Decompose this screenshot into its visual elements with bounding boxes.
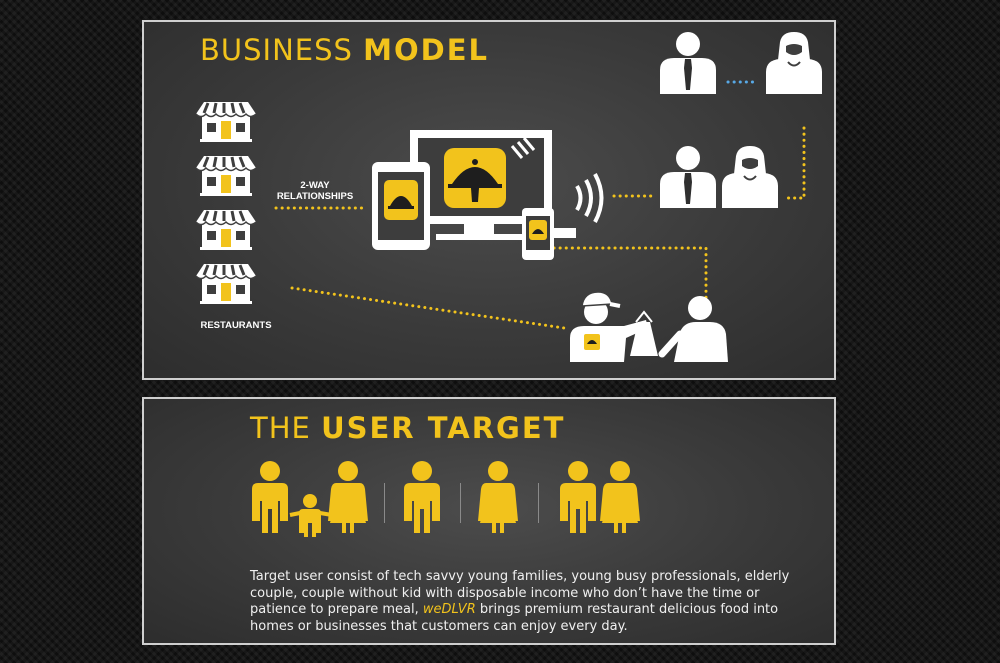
group-divider [538, 483, 539, 523]
restaurant-icon [194, 154, 258, 198]
person-male-icon [660, 32, 716, 94]
person-male-icon [658, 296, 728, 362]
person-female-icon [478, 461, 518, 533]
signal-waves-icon [575, 173, 604, 223]
relationships-label: 2-WAY RELATIONSHIPS [270, 180, 360, 202]
signal-lines-icon [510, 137, 536, 159]
family-group [252, 461, 368, 537]
person-female-icon [328, 461, 368, 533]
person-female-icon [721, 145, 779, 209]
person-male-icon [252, 461, 288, 533]
business-model-title: BUSINESS MODEL [200, 33, 489, 67]
user-target-description: Target user consist of tech savvy young … [250, 569, 790, 635]
user-target-panel: THE USER TARGET Target user consist of t… [142, 397, 836, 645]
restaurant-icon [194, 262, 258, 306]
restaurant-icon [194, 208, 258, 252]
delivery-person-icon [570, 291, 658, 362]
restaurants-label: RESTAURANTS [200, 320, 272, 331]
business-model-title-bold: MODEL [363, 33, 490, 67]
group-divider [460, 483, 461, 523]
person-female-icon [600, 461, 640, 533]
person-male-icon [404, 461, 440, 533]
business-model-title-light: BUSINESS [200, 33, 364, 67]
user-target-title-bold: USER TARGET [321, 411, 566, 445]
description-text-after: brings premium restaurant delicious food… [250, 602, 779, 634]
tablet-icon [372, 162, 430, 250]
restaurant-icon [194, 100, 258, 144]
group-divider [384, 483, 385, 523]
child-icon [289, 494, 333, 537]
person-male-icon [560, 461, 596, 533]
brand-name: weDLVR [422, 602, 476, 617]
user-target-figures [252, 461, 640, 537]
user-target-title: THE USER TARGET [250, 411, 565, 445]
cloche-icon [444, 148, 506, 208]
business-model-diagram [194, 31, 823, 362]
relationships-label-line1: 2-WAY [300, 180, 330, 191]
person-male-icon [660, 146, 716, 208]
person-female-icon [765, 31, 823, 95]
user-target-title-light: THE [250, 411, 322, 445]
couple-group [560, 461, 640, 533]
phone-icon [522, 208, 576, 260]
business-model-panel: BUSINESS MODEL [142, 20, 836, 380]
description-text-before: Target user consist of tech savvy young … [250, 569, 790, 617]
connection-lines [274, 126, 806, 330]
relationships-label-line2: RELATIONSHIPS [276, 191, 354, 202]
